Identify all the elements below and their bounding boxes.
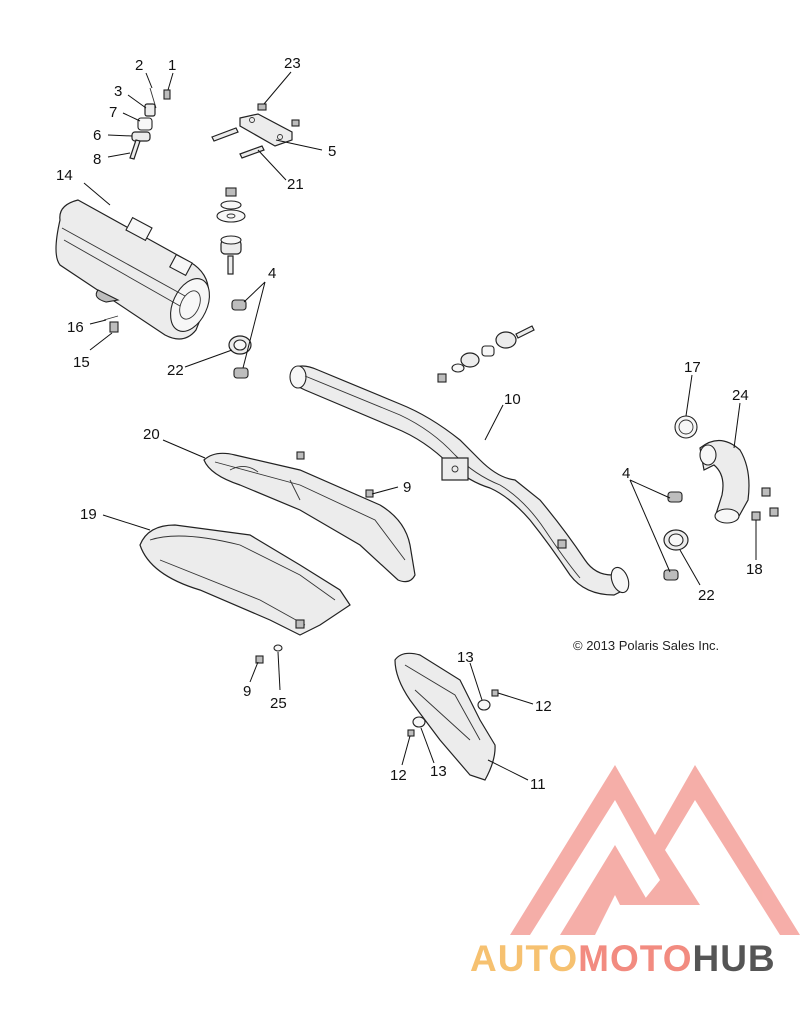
callout-18: 18: [746, 561, 763, 578]
pipe-mount-hardware: [437, 325, 535, 383]
watermark-logo-mark: [510, 765, 800, 935]
leader-lines: [83, 71, 757, 781]
callout-23: 23: [284, 55, 301, 72]
callout-17: 17: [684, 359, 701, 376]
callout-10: 10: [504, 391, 521, 408]
callout-9-lower: 9: [243, 683, 251, 700]
shield-fasteners: [103, 315, 499, 737]
callout-5: 5: [328, 143, 336, 160]
callout-1: 1: [168, 57, 176, 74]
callout-22-left: 22: [167, 362, 184, 379]
callout-7: 7: [109, 104, 117, 121]
grommet-stack: [216, 187, 246, 275]
callout-20: 20: [143, 426, 160, 443]
callout-11: 11: [530, 776, 546, 793]
callout-13-lower: 13: [430, 763, 447, 780]
logo-text-hub: HUB: [692, 938, 776, 979]
callout-4-left: 4: [268, 265, 276, 282]
callout-22-right: 22: [698, 587, 715, 604]
head-pipe: [289, 365, 630, 596]
logo-text-auto: AUTO: [470, 938, 579, 979]
callout-15: 15: [73, 354, 90, 371]
callout-3: 3: [114, 83, 122, 100]
callout-16: 16: [67, 319, 84, 336]
callout-25: 25: [270, 695, 287, 712]
logo-text-moto: MOTO: [578, 938, 693, 979]
mounting-bracket: [211, 103, 300, 159]
callout-13-upper: 13: [457, 649, 474, 666]
callout-8: 8: [93, 151, 101, 168]
heat-shield-lower: [139, 524, 351, 636]
muffler-part: [55, 199, 210, 340]
callout-24: 24: [732, 387, 749, 404]
callout-12-right: 12: [535, 698, 552, 715]
callout-9-upper: 9: [403, 479, 411, 496]
spring-and-gasket-left: [228, 299, 252, 379]
watermark-logo-text: AUTOMOTOHUB: [470, 938, 800, 980]
callout-14: 14: [56, 167, 73, 184]
callout-12-left: 12: [390, 767, 407, 784]
callout-2: 2: [135, 57, 143, 74]
callout-labels: 1 2 3 7 6 8 23 5 21 14 4 16 15 22 10 17 …: [56, 55, 763, 793]
callout-4-right: 4: [622, 465, 630, 482]
heat-shield-upper: [203, 452, 416, 583]
callout-6: 6: [93, 127, 101, 144]
heat-shield-small: [394, 652, 496, 781]
copyright-text: © 2013 Polaris Sales Inc.: [573, 638, 720, 653]
callout-21: 21: [287, 176, 304, 193]
spring-clip-hardware: [129, 87, 171, 160]
callout-19: 19: [80, 506, 97, 523]
elbow-pipe-assembly: [663, 415, 779, 581]
